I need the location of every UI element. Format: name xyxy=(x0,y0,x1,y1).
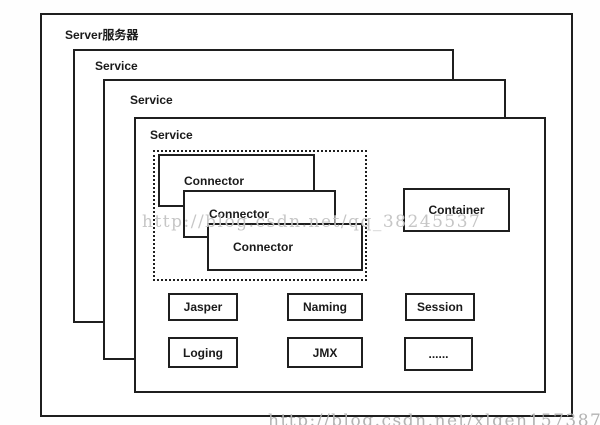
container-box: Container xyxy=(403,188,510,232)
session-box: Session xyxy=(405,293,475,321)
jasper-box: Jasper xyxy=(168,293,238,321)
jmx-box: JMX xyxy=(287,337,363,368)
server-label: Server服务器 xyxy=(65,28,139,42)
service-label-2: Service xyxy=(130,93,173,107)
service-label-3: Service xyxy=(150,128,193,142)
naming-box: Naming xyxy=(287,293,363,321)
connector-box-3: Connector xyxy=(207,223,363,271)
service-label-1: Service xyxy=(95,59,138,73)
watermark-bottom: http://blog.csdn.net/xlgen157387 xyxy=(268,411,600,425)
ellipsis-box: ...... xyxy=(404,337,473,371)
loging-box: Loging xyxy=(168,337,238,368)
watermark-middle: http://blog.csdn.net/qq_38245537 xyxy=(142,212,482,232)
connector-group-dotted-box xyxy=(153,150,367,281)
